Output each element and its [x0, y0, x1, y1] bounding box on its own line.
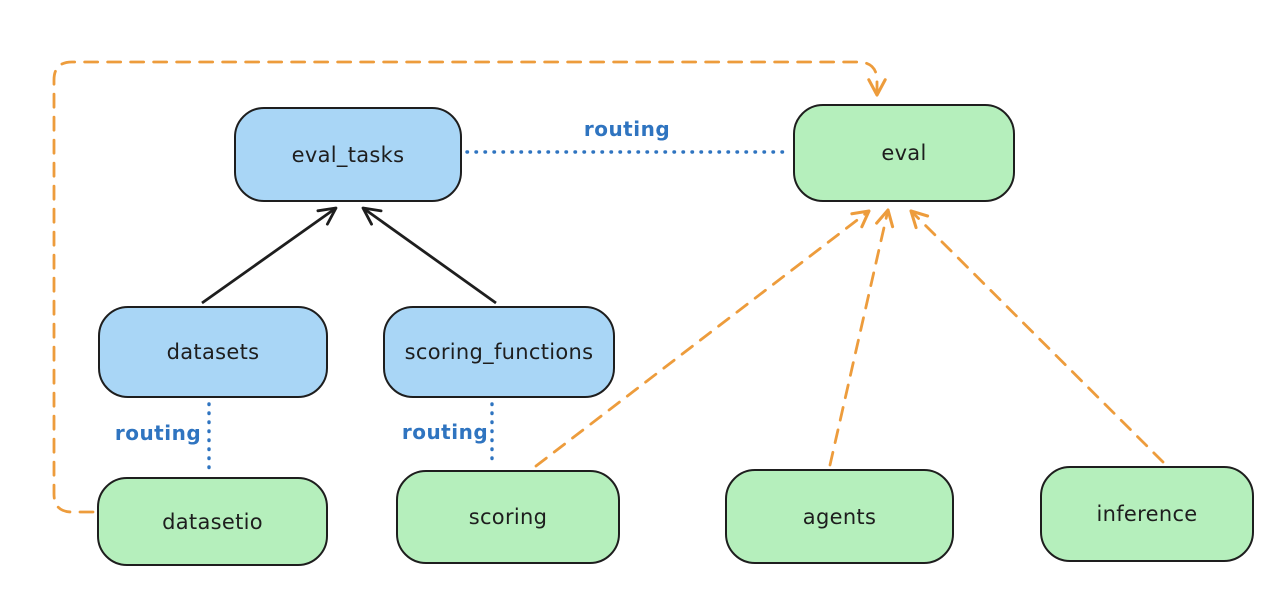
edge-scoring-functions-to-eval-tasks [361, 206, 497, 305]
node-eval-tasks: eval_tasks [234, 107, 462, 202]
node-datasetio: datasetio [97, 477, 328, 566]
node-eval: eval [793, 104, 1015, 202]
node-agents: agents [725, 469, 954, 564]
node-eval-tasks-label: eval_tasks [291, 142, 405, 167]
node-inference: inference [1040, 466, 1254, 562]
node-datasets: datasets [98, 306, 328, 398]
node-scoring-functions: scoring_functions [383, 306, 615, 398]
node-scoring-functions-label: scoring_functions [404, 340, 594, 364]
node-scoring-label: scoring [468, 505, 548, 529]
edge-label-routing-datasets-datasetio: routing [114, 421, 202, 445]
edge-label-routing-scoring-functions-scoring: routing [401, 420, 489, 444]
node-datasets-label: datasets [166, 340, 260, 364]
edge-label-routing-eval-tasks-eval: routing [583, 117, 671, 141]
node-inference-label: inference [1096, 502, 1198, 526]
edge-inference-to-eval [909, 209, 1165, 464]
node-agents-label: agents [802, 504, 877, 529]
node-datasetio-label: datasetio [162, 509, 263, 534]
edge-agents-to-eval [828, 208, 895, 467]
node-eval-label: eval [881, 141, 927, 165]
node-scoring: scoring [396, 470, 620, 564]
edge-datasets-to-eval-tasks [201, 206, 338, 305]
